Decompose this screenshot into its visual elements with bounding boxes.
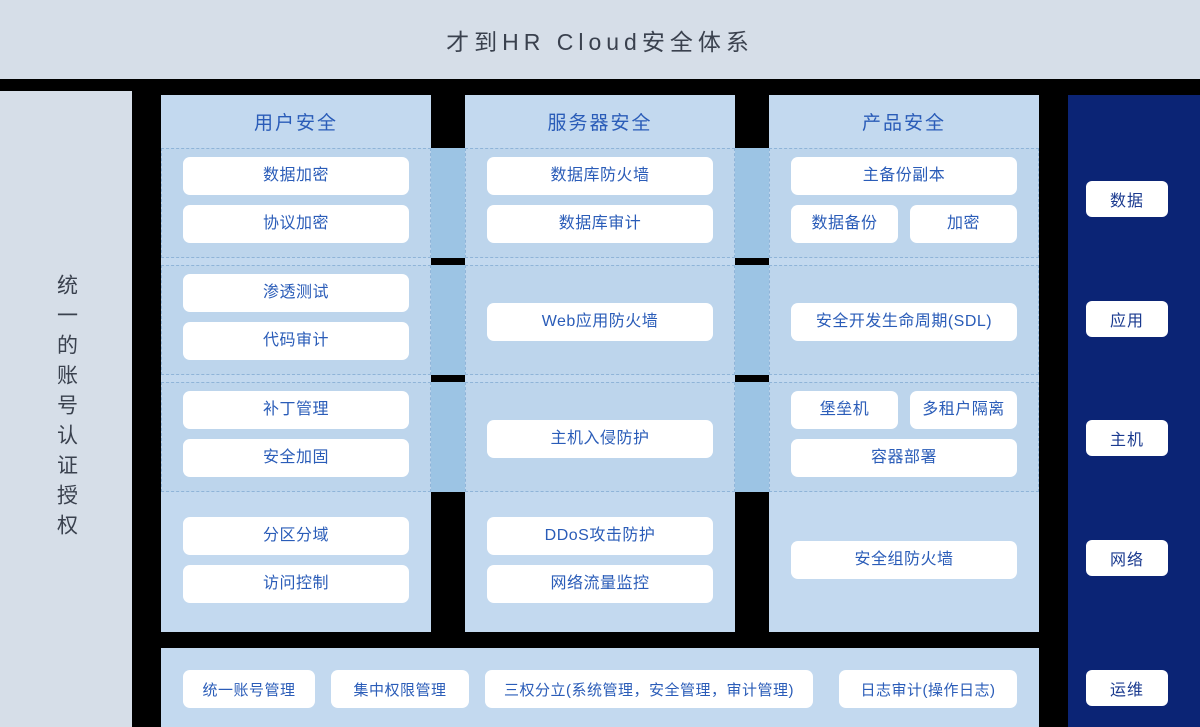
governance-chip-3[interactable]: 三权分立(系统管理，安全管理，审计管理) bbox=[485, 670, 813, 708]
security-item-chip[interactable]: 加密 bbox=[910, 205, 1017, 243]
security-item-chip[interactable]: 分区分域 bbox=[183, 517, 409, 555]
right-sidebar: 数据应用主机网络运维 bbox=[1068, 95, 1200, 727]
security-item-chip[interactable]: 访问控制 bbox=[183, 565, 409, 603]
security-item-chip[interactable]: 网络流量监控 bbox=[487, 565, 713, 603]
governance-chip-4[interactable]: 日志审计(操作日志) bbox=[839, 670, 1017, 708]
security-item-chip[interactable]: 多租户隔离 bbox=[910, 391, 1017, 429]
security-item-chip[interactable]: 堡垒机 bbox=[791, 391, 898, 429]
security-item-chip[interactable]: 容器部署 bbox=[791, 439, 1017, 477]
column-connector bbox=[431, 382, 465, 492]
security-item-chip[interactable]: 补丁管理 bbox=[183, 391, 409, 429]
security-item-chip[interactable]: 数据加密 bbox=[183, 157, 409, 195]
column-connector bbox=[735, 265, 769, 375]
layer-chip-3[interactable]: 主机 bbox=[1086, 420, 1168, 456]
security-item-chip[interactable]: 渗透测试 bbox=[183, 274, 409, 312]
security-item-chip[interactable]: 主机入侵防护 bbox=[487, 420, 713, 458]
security-item-chip[interactable]: DDoS攻击防护 bbox=[487, 517, 713, 555]
column-product-security: 产品安全 主备份副本数据备份加密安全开发生命周期(SDL) 堡垒机多租户隔离容器部… bbox=[769, 95, 1039, 632]
header-bar: 才到HR Cloud安全体系 bbox=[0, 0, 1200, 79]
security-item-chip[interactable]: 安全开发生命周期(SDL) bbox=[791, 303, 1017, 341]
security-item-chip[interactable]: 协议加密 bbox=[183, 205, 409, 243]
governance-chip-1[interactable]: 统一账号管理 bbox=[183, 670, 315, 708]
security-item-chip[interactable]: 安全加固 bbox=[183, 439, 409, 477]
left-sidebar-label: 统一的账号认证授权 bbox=[54, 274, 78, 544]
column-connector bbox=[431, 148, 465, 258]
security-item-chip[interactable]: 数据备份 bbox=[791, 205, 898, 243]
security-item-chip[interactable]: 代码审计 bbox=[183, 322, 409, 360]
layer-chip-2[interactable]: 应用 bbox=[1086, 301, 1168, 337]
column-title: 用户安全 bbox=[253, 113, 338, 134]
security-item-chip[interactable]: Web应用防火墙 bbox=[487, 303, 713, 341]
column-server-security: 服务器安全 数据库防火墙数据库审计 Web应用防火墙主机入侵防护 DDoS攻击防护网… bbox=[465, 95, 735, 632]
security-item-chip[interactable]: 数据库审计 bbox=[487, 205, 713, 243]
security-item-chip[interactable]: 数据库防火墙 bbox=[487, 157, 713, 195]
layer-chip-5[interactable]: 运维 bbox=[1086, 670, 1168, 706]
layer-chip-4[interactable]: 网络 bbox=[1086, 540, 1168, 576]
security-item-chip[interactable]: 主备份副本 bbox=[791, 157, 1017, 195]
column-connector bbox=[735, 148, 769, 258]
column-connector bbox=[431, 265, 465, 375]
layer-chip-1[interactable]: 数据 bbox=[1086, 181, 1168, 217]
column-title: 产品安全 bbox=[861, 113, 946, 134]
column-connector bbox=[735, 382, 769, 492]
left-sidebar: 统一的账号认证授权 bbox=[0, 91, 132, 727]
governance-chip-2[interactable]: 集中权限管理 bbox=[331, 670, 469, 708]
column-user-security: 用户安全 数据加密协议加密渗透测试代码审计补丁管理安全加固分区分域访问控制 bbox=[161, 95, 431, 632]
security-item-chip[interactable]: 安全组防火墙 bbox=[791, 541, 1017, 579]
page-title: 才到HR Cloud安全体系 bbox=[446, 28, 754, 55]
column-title: 服务器安全 bbox=[547, 113, 653, 134]
bottom-bar: 统一账号管理集中权限管理三权分立(系统管理，安全管理，审计管理) 日志审计(操作日… bbox=[161, 648, 1039, 727]
